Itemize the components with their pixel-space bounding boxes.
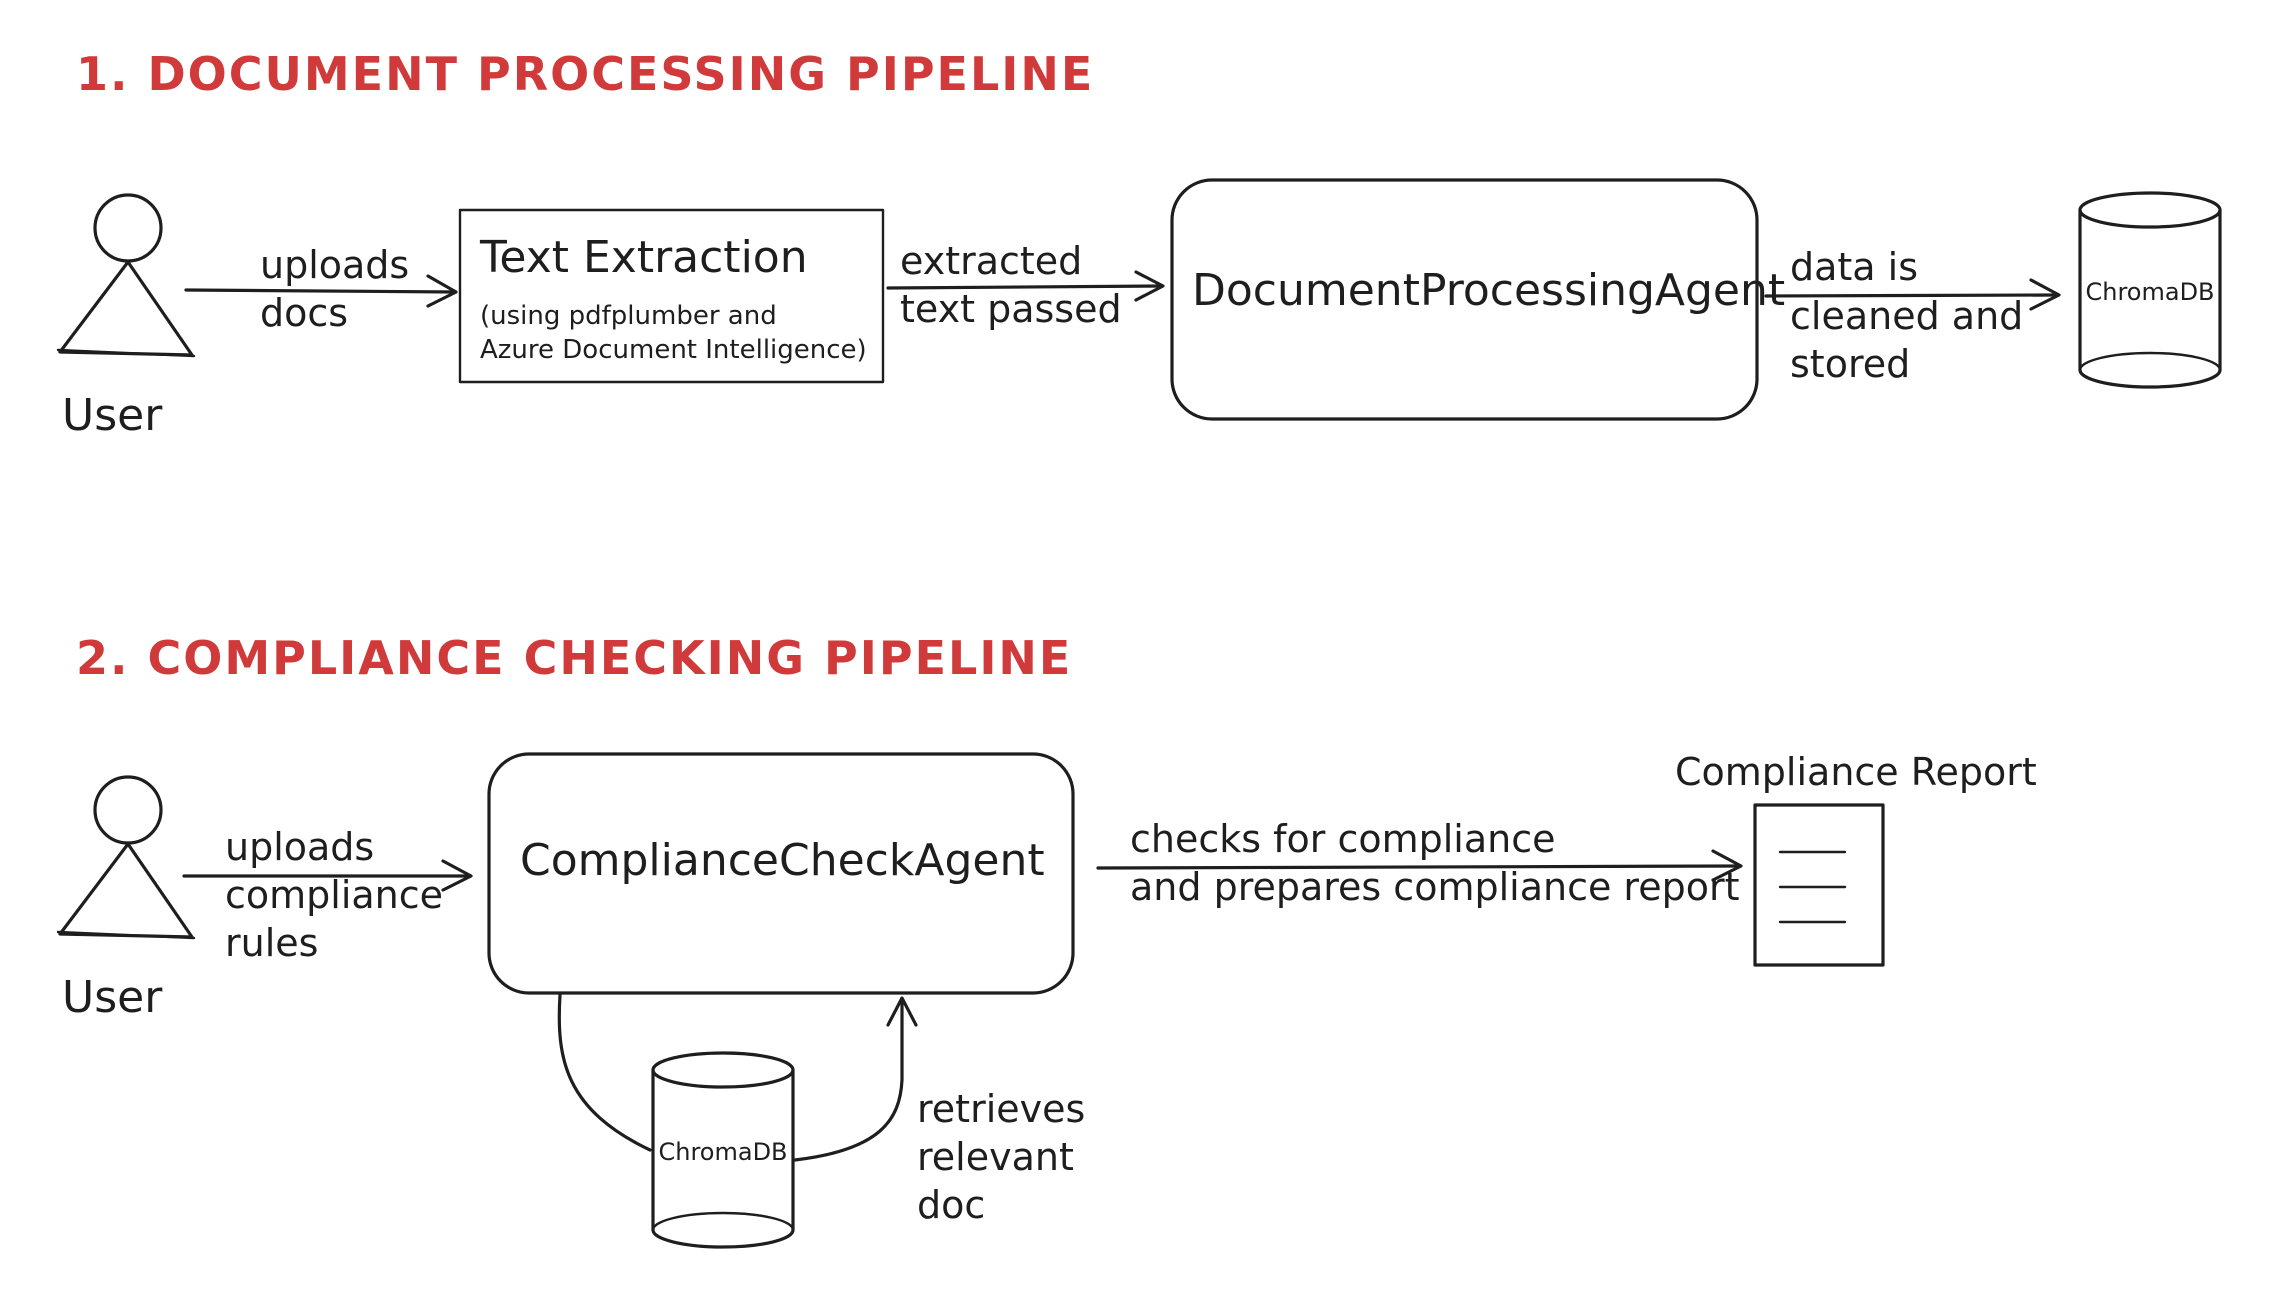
extracted-text-arrow bbox=[886, 270, 1165, 302]
user-label: User bbox=[62, 390, 163, 441]
retrieve-doc-arrow bbox=[793, 996, 918, 1162]
document-processing-agent-box bbox=[1170, 178, 1759, 421]
chromadb-database-icon bbox=[651, 1051, 795, 1249]
cleaned-stored-label-2: cleaned and bbox=[1790, 294, 2023, 338]
text-extraction-subtitle-2: Azure Document Intelligence) bbox=[480, 335, 867, 365]
uploads-rules-arrow bbox=[182, 859, 473, 892]
uploads-docs-arrow bbox=[184, 274, 458, 308]
compliance-report-arrow-label-1: checks for compliance bbox=[1130, 817, 1556, 861]
text-extraction-box bbox=[458, 208, 885, 384]
chromadb-label: ChromaDB bbox=[658, 1138, 787, 1166]
extracted-text-label-2: text passed bbox=[900, 287, 1122, 331]
chromadb-database-icon bbox=[2078, 191, 2222, 389]
uploads-docs-label-1: uploads bbox=[260, 243, 409, 287]
compliance-report-label: Compliance Report bbox=[1675, 750, 2037, 794]
uploads-rules-label-2: compliance bbox=[225, 873, 443, 917]
document-processing-agent-label: DocumentProcessingAgent bbox=[1192, 265, 1785, 316]
report-document-icon bbox=[1753, 803, 1885, 967]
agent-to-chromadb-connector bbox=[557, 993, 652, 1152]
compliance-report-arrow-label-2: and prepares compliance report bbox=[1130, 865, 1739, 909]
uploads-docs-label-2: docs bbox=[260, 291, 348, 335]
text-extraction-title: Text Extraction bbox=[479, 232, 808, 283]
retrieve-doc-label-3: doc bbox=[917, 1183, 985, 1227]
user-icon bbox=[56, 193, 196, 358]
cleaned-stored-label-1: data is bbox=[1790, 245, 1918, 289]
pipeline1-title: 1. DOCUMENT PROCESSING PIPELINE bbox=[76, 47, 1094, 101]
compliance-report-arrow bbox=[1096, 849, 1743, 882]
pipeline2-title: 2. COMPLIANCE CHECKING PIPELINE bbox=[76, 631, 1072, 685]
uploads-rules-label-3: rules bbox=[225, 921, 318, 965]
text-extraction-subtitle-1: (using pdfplumber and bbox=[480, 301, 777, 331]
retrieve-doc-label-1: retrieves bbox=[917, 1087, 1085, 1131]
user-icon bbox=[56, 775, 196, 940]
uploads-rules-label-1: uploads bbox=[225, 825, 374, 869]
extracted-text-label-1: extracted bbox=[900, 239, 1082, 283]
retrieve-doc-label-2: relevant bbox=[917, 1135, 1074, 1179]
compliance-check-agent-label: ComplianceCheckAgent bbox=[520, 835, 1045, 886]
compliance-check-agent-box bbox=[487, 752, 1075, 995]
cleaned-stored-label-3: stored bbox=[1790, 342, 1910, 386]
cleaned-stored-arrow bbox=[1764, 278, 2061, 311]
user-label: User bbox=[62, 972, 163, 1023]
chromadb-label: ChromaDB bbox=[2085, 278, 2214, 306]
